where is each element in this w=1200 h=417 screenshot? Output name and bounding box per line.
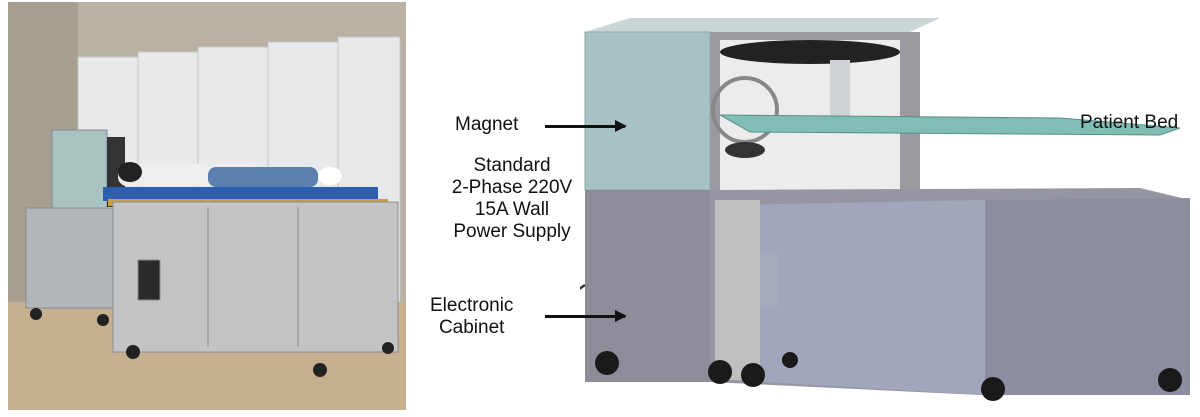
- system-photo: [8, 2, 406, 410]
- power-supply-line: 2-Phase 220V: [451, 177, 573, 198]
- power-supply-line: Power Supply: [453, 221, 571, 242]
- patient-bed: [718, 114, 1181, 136]
- electronic-cabinet-label: Electronic Cabinet: [430, 295, 513, 339]
- cabinet-arrow: [545, 310, 627, 322]
- cad-rendering: [580, 18, 1190, 401]
- patient-bed: [103, 187, 378, 201]
- power-supply-label: Standard 2-Phase 220V 15A Wall Power Sup…: [426, 155, 598, 243]
- magnet-top: [585, 18, 940, 32]
- power-supply-line: 15A Wall: [474, 199, 550, 220]
- cabinet-label-line: Cabinet: [438, 317, 505, 338]
- patient: [118, 162, 342, 187]
- magnet-arrow: [545, 120, 627, 132]
- wall-outlet: [580, 283, 586, 290]
- magnet-housing: [584, 31, 711, 191]
- power-supply-line: Standard: [473, 155, 551, 176]
- wheels: [30, 308, 394, 377]
- electronic-cabinet: [585, 190, 710, 382]
- magnet-label: Magnet: [455, 114, 519, 135]
- wheels: [595, 351, 1182, 401]
- magnet-housing: [51, 129, 108, 213]
- electronic-cabinet: [25, 201, 399, 353]
- patient-bed-label: Patient Bed: [1080, 112, 1179, 133]
- cabinet-label-line: Electronic: [430, 295, 514, 316]
